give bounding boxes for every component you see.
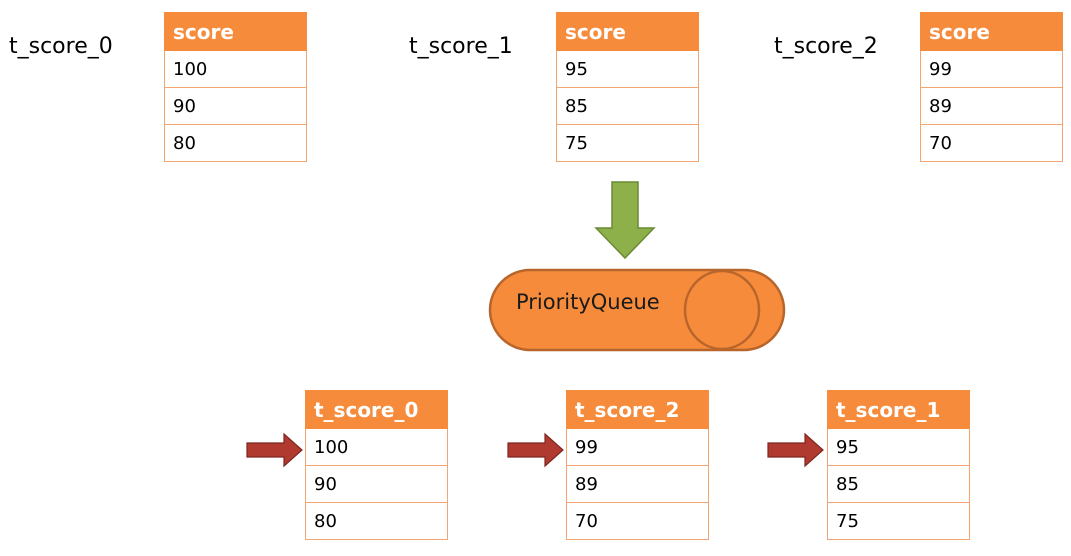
table-cell: 100 — [305, 428, 448, 466]
table-cell: 80 — [164, 124, 307, 162]
table-row: 99 — [920, 50, 1063, 88]
table-cell: 90 — [305, 465, 448, 503]
table-row: 75 — [827, 502, 970, 540]
table-label-1: t_score_1 — [409, 34, 513, 59]
pointer-arrow-icon-3 — [767, 432, 824, 468]
table-cell: 99 — [566, 428, 709, 466]
table-header: score — [164, 12, 307, 51]
table-cell: 70 — [920, 124, 1063, 162]
table-row: 85 — [556, 87, 699, 125]
top-table-0: score 100 90 80 — [164, 12, 307, 162]
bottom-table-1: t_score_2 99 89 70 — [566, 390, 709, 540]
table-cell: 80 — [305, 502, 448, 540]
table-row: 70 — [920, 124, 1063, 162]
table-cell: 85 — [827, 465, 970, 503]
down-arrow-icon — [594, 181, 656, 260]
table-row: 95 — [827, 428, 970, 466]
table-row: 85 — [827, 465, 970, 503]
priority-queue-label: PriorityQueue — [516, 290, 660, 314]
table-cell: 89 — [566, 465, 709, 503]
top-table-1: score 95 85 75 — [556, 12, 699, 162]
table-cell: 85 — [556, 87, 699, 125]
table-label-2: t_score_2 — [774, 34, 878, 59]
table-row: 100 — [305, 428, 448, 466]
table-row: 80 — [164, 124, 307, 162]
top-table-2: score 99 89 70 — [920, 12, 1063, 162]
table-row: 90 — [164, 87, 307, 125]
table-row: 95 — [556, 50, 699, 88]
table-label-0: t_score_0 — [9, 34, 113, 59]
table-cell: 89 — [920, 87, 1063, 125]
table-row: 75 — [556, 124, 699, 162]
table-row: 89 — [920, 87, 1063, 125]
table-cell: 90 — [164, 87, 307, 125]
table-cell: 75 — [556, 124, 699, 162]
table-row: 90 — [305, 465, 448, 503]
bottom-table-0: t_score_0 100 90 80 — [305, 390, 448, 540]
table-row: 70 — [566, 502, 709, 540]
table-row: 80 — [305, 502, 448, 540]
table-cell: 95 — [556, 50, 699, 88]
table-header: t_score_2 — [566, 390, 709, 429]
table-cell: 99 — [920, 50, 1063, 88]
pointer-arrow-icon-2 — [507, 432, 564, 468]
priority-queue-cylinder — [488, 268, 786, 352]
table-row: 99 — [566, 428, 709, 466]
table-row: 100 — [164, 50, 307, 88]
table-header: t_score_1 — [827, 390, 970, 429]
bottom-table-2: t_score_1 95 85 75 — [827, 390, 970, 540]
table-header: score — [556, 12, 699, 51]
table-cell: 95 — [827, 428, 970, 466]
table-cell: 70 — [566, 502, 709, 540]
table-header: score — [920, 12, 1063, 51]
table-cell: 100 — [164, 50, 307, 88]
table-row: 89 — [566, 465, 709, 503]
table-header: t_score_0 — [305, 390, 448, 429]
table-cell: 75 — [827, 502, 970, 540]
pointer-arrow-icon-1 — [246, 432, 303, 468]
